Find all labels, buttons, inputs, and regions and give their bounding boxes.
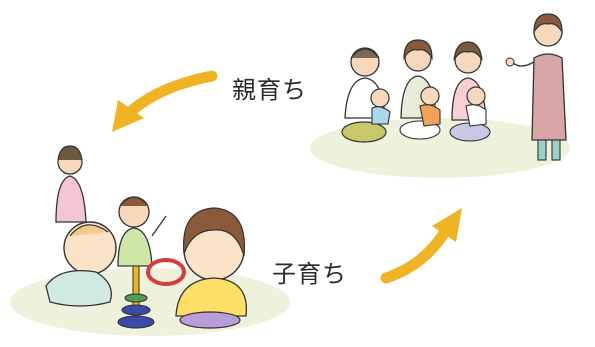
father-figure [341,47,391,143]
mother-figure-1 [399,39,441,140]
child-growth-label: 子育ち [272,260,347,288]
girl-figure [175,207,248,329]
cycle-arrow-bottom [380,208,462,284]
parent-growth-label: 親育ち [232,76,307,104]
mother-figure-2 [449,41,491,142]
cycle-arrow-top [112,70,218,132]
ring-toy [117,258,186,329]
baby-figure [45,221,117,307]
children-group [45,145,248,329]
toddler-figure [117,196,167,267]
adult-figure [55,145,87,223]
caregiver-figure [505,13,567,161]
parents-group [341,13,567,161]
